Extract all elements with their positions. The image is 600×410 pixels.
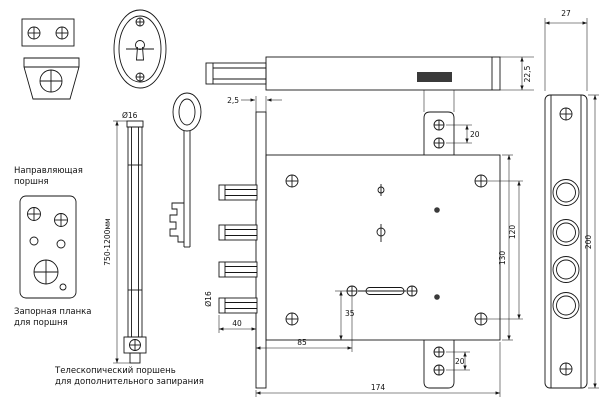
dim-174-group: 174 xyxy=(255,342,501,397)
dim-body-depth-group: 22,5 xyxy=(500,56,534,91)
label-plate-line1: Запорная планка xyxy=(14,307,92,317)
label-piston-line1: Телескопический поршень xyxy=(54,366,176,376)
bottom-mounting-tab xyxy=(423,340,455,389)
dim-gap: 2,5 xyxy=(227,96,239,105)
dim-rod-length: 750-1200мм xyxy=(103,218,112,265)
dim-20-top-group: 20 xyxy=(446,124,480,144)
dim-rod-length-group: 750-1200мм xyxy=(103,120,130,364)
dim-27: 27 xyxy=(561,9,571,18)
dim-120: 120 xyxy=(508,225,517,240)
label-guide-line2: поршня xyxy=(14,177,49,187)
dim-200: 200 xyxy=(584,235,593,250)
dim-40: 40 xyxy=(232,319,242,328)
dim-20-bottom-group: 20 xyxy=(446,351,470,371)
dim-174: 174 xyxy=(371,383,386,392)
dim-bolt-diameter: Ø16 xyxy=(204,291,213,307)
label-plate-line2: для поршня xyxy=(14,318,68,328)
lock-body xyxy=(265,111,501,389)
escutcheon-plate xyxy=(113,9,167,89)
label-guide-line1: Направляющая xyxy=(14,166,83,176)
label-piston-line2: для дополнительного запирания xyxy=(55,377,204,387)
top-mounting-tab xyxy=(423,111,455,155)
bolt-stop-slot xyxy=(417,72,452,82)
dim-85-group: 85 xyxy=(255,297,353,352)
rivet-dot xyxy=(434,294,440,300)
locking-plate xyxy=(19,195,77,299)
dim-body-depth: 22,5 xyxy=(523,65,532,82)
key xyxy=(169,92,202,248)
dim-85: 85 xyxy=(297,338,307,347)
dim-40-group: 40 xyxy=(218,315,256,333)
dim-130: 130 xyxy=(498,251,507,266)
faceplate-front-edge xyxy=(255,111,267,389)
lock-top-view xyxy=(205,56,501,112)
deadbolts xyxy=(218,184,258,314)
dim-35: 35 xyxy=(345,309,355,318)
dim-20-bottom: 20 xyxy=(455,357,465,366)
dim-27-group: 27 xyxy=(544,9,588,91)
telescopic-piston xyxy=(123,120,147,364)
guide-bracket-front-view xyxy=(23,57,80,100)
rivet-dot xyxy=(434,207,440,213)
guide-bracket-top-view xyxy=(21,18,75,47)
dim-20-top: 20 xyxy=(470,130,480,139)
faceplate-side-view xyxy=(544,94,588,389)
dim-130-group: 130 xyxy=(498,154,513,341)
dim-35-group: 35 xyxy=(335,290,355,340)
dim-rod-diameter: Ø16 xyxy=(122,111,138,120)
dim-200-group: 200 xyxy=(584,94,599,389)
dim-gap-group: 2,5 xyxy=(227,96,282,112)
dim-120-group: 120 xyxy=(488,180,523,320)
